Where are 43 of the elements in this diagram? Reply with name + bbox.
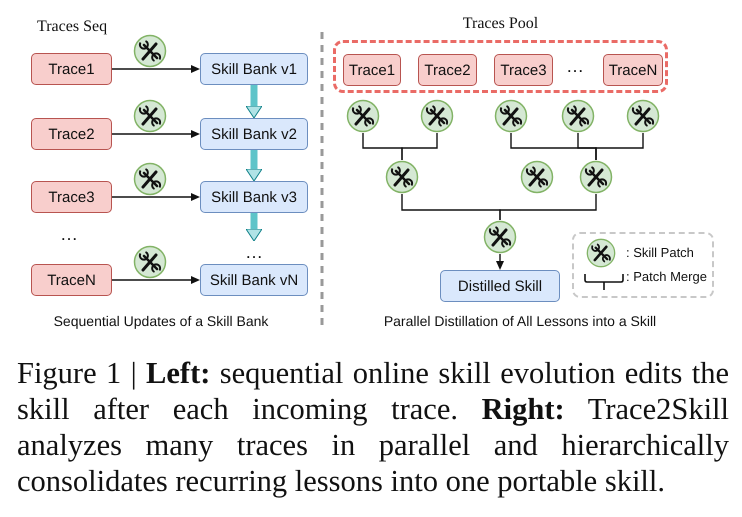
skill-patch-icon — [346, 99, 380, 133]
trace-box: Trace2 — [418, 54, 477, 86]
skill-bank-box: Distilled Skill — [440, 270, 560, 302]
skill-bank-box: Skill Bank v2 — [200, 118, 308, 150]
ellipsis: … — [238, 241, 270, 263]
skill-patch-icon — [626, 99, 660, 133]
legend-label: : Patch Merge — [626, 269, 707, 284]
block-arrow — [246, 213, 262, 242]
skill-patch-icon — [561, 99, 595, 133]
figure-caption: Figure 1 | Left: sequential online skill evolution edits the skill after each incoming trace. Right: Trace2Skill analyzes many traces in parallel and hierarchically consolidates recurring lessons into one portable skill. — [17, 355, 729, 499]
arrow — [112, 65, 200, 73]
arrow — [112, 276, 200, 284]
group-title: Traces Pool — [462, 15, 540, 33]
trace-box: Trace3 — [494, 54, 553, 86]
trace-box: Trace3 — [31, 181, 112, 213]
ellipsis: … — [60, 224, 78, 245]
trace-box: Trace1 — [343, 54, 401, 86]
panel-subtitle: Sequential Updates of a Skill Bank — [52, 313, 270, 329]
trace-box: TraceN — [603, 54, 663, 86]
skill-patch-icon — [385, 160, 419, 194]
merge-bracket-line — [401, 133, 438, 160]
block-arrow — [246, 150, 262, 182]
trace-box: Trace1 — [31, 53, 112, 85]
merge-bracket-line — [595, 133, 644, 160]
panel-subtitle: Parallel Distillation of All Lessons into a Skill — [382, 313, 658, 329]
ellipsis: … — [566, 56, 584, 77]
arrow — [496, 254, 504, 270]
skill-bank-box: Skill Bank vN — [200, 264, 308, 296]
skill-bank-box: Skill Bank v3 — [200, 181, 308, 213]
skill-patch-icon — [520, 160, 554, 194]
skill-patch-icon — [579, 160, 613, 194]
section-heading: Traces Seq — [37, 18, 108, 36]
skill-patch-icon — [483, 220, 517, 254]
trace-box: TraceN — [31, 264, 112, 296]
trace-box: Trace2 — [31, 118, 112, 150]
legend-label: : Skill Patch — [626, 245, 694, 260]
arrow — [112, 130, 200, 138]
merge-bracket-line — [499, 194, 597, 220]
block-arrow — [246, 85, 262, 118]
skill-bank-box: Skill Bank v1 — [200, 53, 308, 85]
skill-patch-icon — [420, 99, 454, 133]
arrow — [112, 193, 200, 201]
skill-patch-icon — [494, 99, 528, 133]
